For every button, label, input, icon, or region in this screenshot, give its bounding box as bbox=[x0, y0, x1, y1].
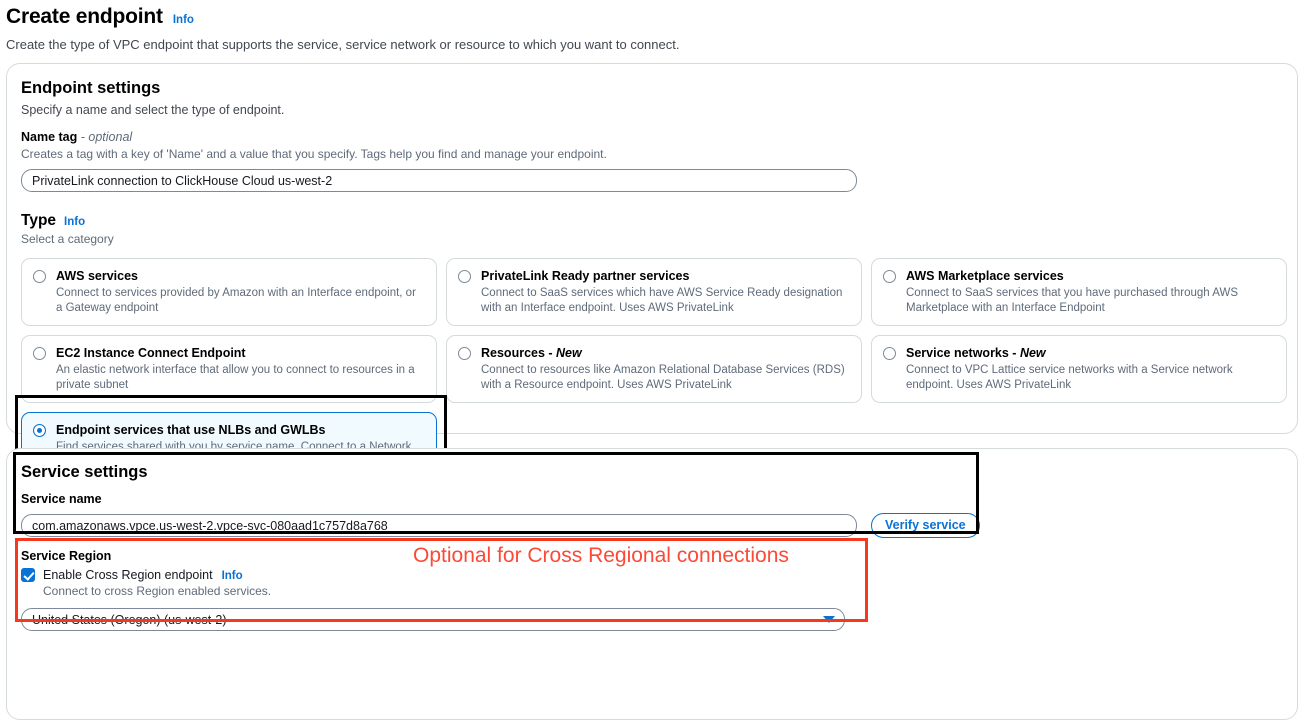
name-tag-label-text: Name tag bbox=[21, 130, 78, 144]
cross-region-annotation-text: Optional for Cross Regional connections bbox=[413, 544, 789, 567]
service-settings-title: Service settings bbox=[21, 463, 148, 481]
type-info-link[interactable]: Info bbox=[64, 216, 86, 228]
endpoint-settings-title: Endpoint settings bbox=[21, 79, 161, 97]
radio-icon[interactable] bbox=[33, 270, 46, 283]
cross-region-checkbox-label: Enable Cross Region endpoint bbox=[43, 568, 213, 582]
type-option-description: Connect to VPC Lattice service networks … bbox=[906, 364, 1233, 391]
type-option-service-networks[interactable]: Service networks - New Connect to VPC La… bbox=[871, 335, 1287, 403]
page-title-row: Create endpoint Info bbox=[6, 4, 1304, 30]
name-tag-description: Creates a tag with a key of 'Name' and a… bbox=[21, 147, 607, 161]
type-option-title-text: Resources - bbox=[481, 346, 557, 360]
radio-icon[interactable] bbox=[458, 270, 471, 283]
type-option-title-text: EC2 Instance Connect Endpoint bbox=[56, 346, 246, 360]
cross-region-checkbox[interactable] bbox=[21, 568, 35, 582]
type-option-title: PrivateLink Ready partner services bbox=[481, 268, 850, 284]
service-name-field: Service name Verify service bbox=[21, 492, 1283, 538]
type-option-resources[interactable]: Resources - New Connect to resources lik… bbox=[446, 335, 862, 403]
type-option-aws-marketplace-services[interactable]: AWS Marketplace services Connect to SaaS… bbox=[871, 258, 1287, 326]
radio-icon[interactable] bbox=[883, 347, 896, 360]
type-option-title-suffix: New bbox=[556, 346, 582, 360]
type-field: Type Info Select a category bbox=[21, 210, 1283, 247]
radio-icon[interactable] bbox=[883, 270, 896, 283]
type-label-row: Type Info bbox=[21, 210, 1283, 231]
service-region-select[interactable]: United States (Oregon) (us-west-2) bbox=[21, 608, 845, 631]
type-option-description: Connect to resources like Amazon Relatio… bbox=[481, 364, 845, 391]
type-option-grid: AWS services Connect to services provide… bbox=[21, 258, 1297, 495]
radio-icon[interactable] bbox=[33, 424, 46, 437]
endpoint-settings-subtitle: Specify a name and select the type of en… bbox=[21, 103, 285, 117]
name-tag-label: Name tag - optional bbox=[21, 130, 1283, 144]
verify-service-button[interactable]: Verify service bbox=[871, 513, 980, 538]
service-name-label: Service name bbox=[21, 492, 102, 506]
radio-icon[interactable] bbox=[458, 347, 471, 360]
service-region-selected-value: United States (Oregon) (us-west-2) bbox=[32, 612, 227, 627]
page-header: Create endpoint Info Create the type of … bbox=[0, 0, 1304, 53]
type-option-description: Connect to SaaS services that you have p… bbox=[906, 287, 1238, 314]
cross-region-checkbox-row[interactable]: Enable Cross Region endpoint Info Connec… bbox=[21, 568, 1283, 599]
type-option-ec2-instance-connect-endpoint[interactable]: EC2 Instance Connect Endpoint An elastic… bbox=[21, 335, 437, 403]
type-option-title-suffix: New bbox=[1019, 346, 1046, 360]
name-tag-optional-suffix: - optional bbox=[80, 130, 133, 144]
service-region-label: Service Region bbox=[21, 549, 112, 563]
type-option-title: EC2 Instance Connect Endpoint bbox=[56, 345, 425, 361]
type-option-title-text: Service networks - bbox=[906, 346, 1020, 360]
type-option-title: Endpoint services that use NLBs and GWLB… bbox=[56, 422, 425, 438]
type-option-title: AWS services bbox=[56, 268, 425, 284]
endpoint-settings-card: Endpoint settings Specify a name and sel… bbox=[6, 63, 1298, 495]
type-option-title: Resources - New bbox=[481, 345, 850, 361]
type-option-title: Service networks - New bbox=[906, 345, 1275, 361]
type-label: Type bbox=[21, 212, 57, 229]
type-option-title: AWS Marketplace services bbox=[906, 268, 1275, 284]
type-option-title-text: Endpoint services that use NLBs and GWLB… bbox=[56, 423, 326, 437]
radio-icon[interactable] bbox=[33, 347, 46, 360]
service-name-input[interactable] bbox=[21, 514, 857, 537]
type-option-title-text: PrivateLink Ready partner services bbox=[481, 269, 690, 283]
type-option-title-text: AWS Marketplace services bbox=[906, 269, 1064, 283]
type-option-privatelink-ready-partner-services[interactable]: PrivateLink Ready partner services Conne… bbox=[446, 258, 862, 326]
name-tag-input[interactable] bbox=[21, 169, 857, 192]
type-option-description: Connect to services provided by Amazon w… bbox=[56, 287, 416, 314]
type-option-description: An elastic network interface that allow … bbox=[56, 364, 415, 391]
service-settings-card: Service settings Service name Verify ser… bbox=[6, 448, 1298, 720]
type-option-description: Connect to SaaS services which have AWS … bbox=[481, 287, 843, 314]
type-option-aws-services[interactable]: AWS services Connect to services provide… bbox=[21, 258, 437, 326]
chevron-down-icon[interactable] bbox=[823, 616, 835, 623]
page-title: Create endpoint bbox=[6, 5, 163, 28]
name-tag-field: Name tag - optional Creates a tag with a… bbox=[21, 130, 1283, 192]
page-info-link[interactable]: Info bbox=[172, 14, 194, 26]
cross-region-info-link[interactable]: Info bbox=[221, 570, 243, 582]
cross-region-checkbox-description: Connect to cross Region enabled services… bbox=[43, 584, 272, 598]
page-subtitle: Create the type of VPC endpoint that sup… bbox=[6, 37, 680, 52]
type-description: Select a category bbox=[21, 232, 114, 246]
type-option-title-text: AWS services bbox=[56, 269, 138, 283]
